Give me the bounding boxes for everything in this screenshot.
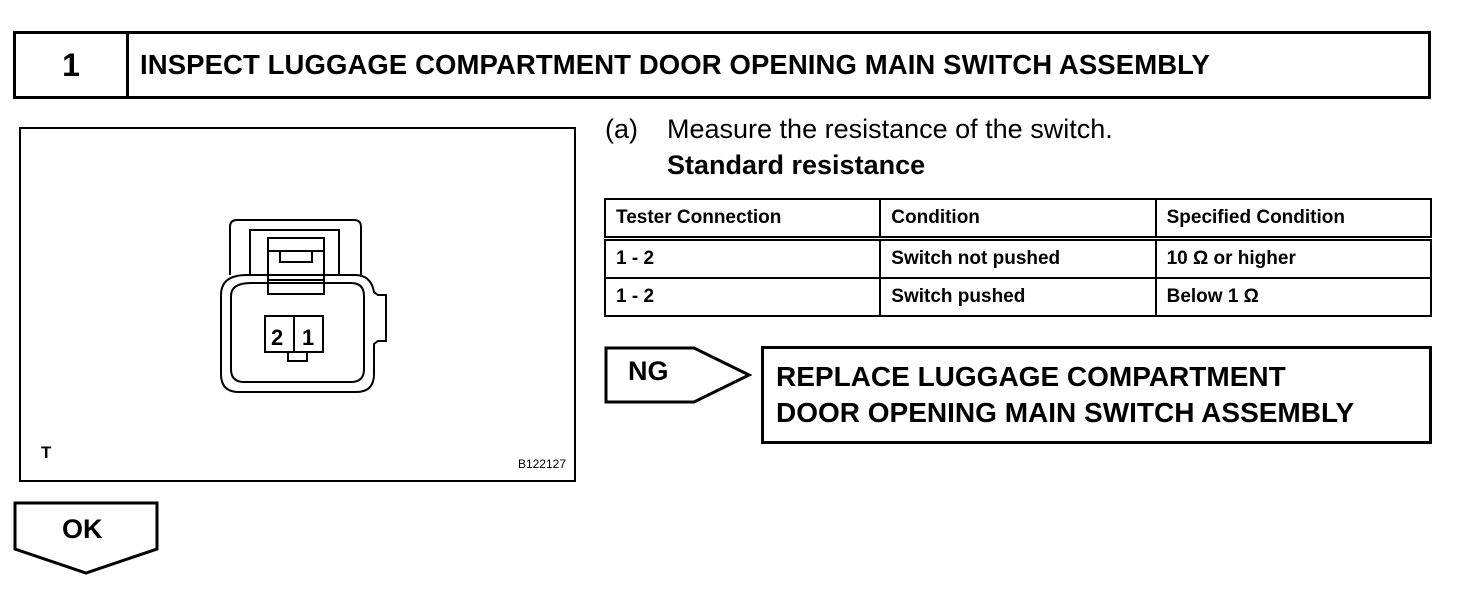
step-number: 1	[16, 34, 129, 96]
figure-tag: T	[41, 443, 52, 462]
step-header: 1 INSPECT LUGGAGE COMPARTMENT DOOR OPENI…	[13, 31, 1431, 99]
terminal-cavity-1	[293, 315, 324, 353]
spec-table: Tester Connection Condition Specified Co…	[603, 198, 1433, 317]
table-row: 1 - 2 Switch not pushed 10 Ω or higher	[603, 237, 1433, 279]
figure-code: B122127	[517, 457, 566, 471]
table-cell: Switch pushed	[879, 277, 1157, 317]
standard-label: Standard resistance	[667, 150, 926, 180]
connector-diagram: 2 1	[220, 219, 387, 393]
down-arrow-icon	[13, 501, 159, 575]
ok-arrow[interactable]: OK	[13, 501, 159, 575]
connector-latch-inner	[249, 229, 340, 275]
ng-action-line2: DOOR OPENING MAIN SWITCH ASSEMBLY	[776, 397, 1355, 428]
table-cell: Switch not pushed	[879, 237, 1157, 279]
connector-housing-outer	[220, 274, 387, 393]
pin-label-1: 1	[302, 325, 314, 350]
instruction-line: (a) Measure the resistance of the switch.	[605, 114, 1113, 145]
table-header-row: Tester Connection Condition Specified Co…	[603, 198, 1433, 240]
ng-label: NG	[628, 356, 669, 386]
header-tester-connection: Tester Connection	[603, 198, 882, 240]
instruction-text: Measure the resistance of the switch.	[667, 114, 1113, 144]
pin-label-2: 2	[271, 325, 283, 350]
table-cell: Below 1 Ω	[1154, 277, 1433, 317]
connector-housing-inner	[230, 282, 365, 383]
connector-figure: 2 1 T B122127	[19, 127, 576, 482]
header-specified-condition: Specified Condition	[1154, 198, 1433, 240]
connector-lock-tab	[267, 237, 325, 295]
table-cell: 1 - 2	[603, 277, 882, 317]
instruction-tag: (a)	[605, 114, 638, 144]
step-title: INSPECT LUGGAGE COMPARTMENT DOOR OPENING…	[140, 49, 1210, 80]
header-condition: Condition	[879, 198, 1157, 240]
ng-action-box: REPLACE LUGGAGE COMPARTMENT DOOR OPENING…	[761, 346, 1432, 444]
right-arrow-icon	[604, 346, 753, 404]
table-row: 1 - 2 Switch pushed Below 1 Ω	[603, 277, 1433, 317]
table-cell: 1 - 2	[603, 237, 882, 279]
ng-arrow[interactable]: NG	[604, 346, 753, 404]
table-cell: 10 Ω or higher	[1154, 237, 1433, 279]
connector-latch-outer	[229, 219, 362, 275]
terminal-key	[287, 351, 308, 362]
ok-label: OK	[62, 514, 103, 544]
ng-action-line1: REPLACE LUGGAGE COMPARTMENT	[776, 361, 1286, 392]
